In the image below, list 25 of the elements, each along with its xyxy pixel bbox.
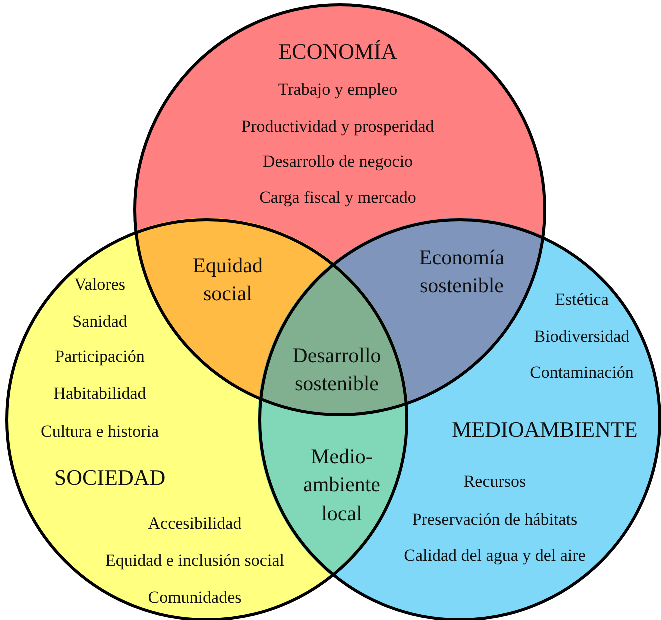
list-item: Recursos	[464, 472, 526, 492]
set-heading: MEDIOAMBIENTE	[452, 417, 638, 443]
list-item: Desarrollo de negocio	[262, 152, 414, 172]
region-label: Medio-ambiente local	[302, 443, 382, 528]
list-item: Valores	[74, 275, 126, 295]
list-item: Habitabilidad	[54, 384, 146, 404]
set-heading: SOCIEDAD	[54, 465, 166, 491]
region-label: Economía sostenible	[418, 244, 506, 300]
list-item: Trabajo y empleo	[278, 80, 398, 100]
list-item: Accesibilidad	[148, 514, 242, 534]
list-item: Biodiversidad	[534, 327, 630, 347]
list-item: Comunidades	[148, 588, 242, 608]
list-item: Equidad e inclusión social	[106, 551, 284, 571]
list-item: Participación	[55, 347, 145, 367]
list-item: Sanidad	[72, 312, 128, 332]
list-item: Contaminación	[530, 363, 634, 383]
region-label: Desarrollo sostenible	[292, 342, 382, 398]
list-item: Cultura e historia	[40, 422, 160, 442]
list-item: Calidad del agua y del aire	[404, 546, 586, 566]
list-item: Estética	[555, 290, 609, 310]
set-heading: ECONOMÍA	[278, 39, 398, 65]
region-label: Equidad social	[192, 252, 264, 308]
list-item: Productividad y prosperidad	[242, 117, 434, 137]
list-item: Carga fiscal y mercado	[260, 188, 416, 208]
list-item: Preservación de hábitats	[412, 510, 578, 530]
